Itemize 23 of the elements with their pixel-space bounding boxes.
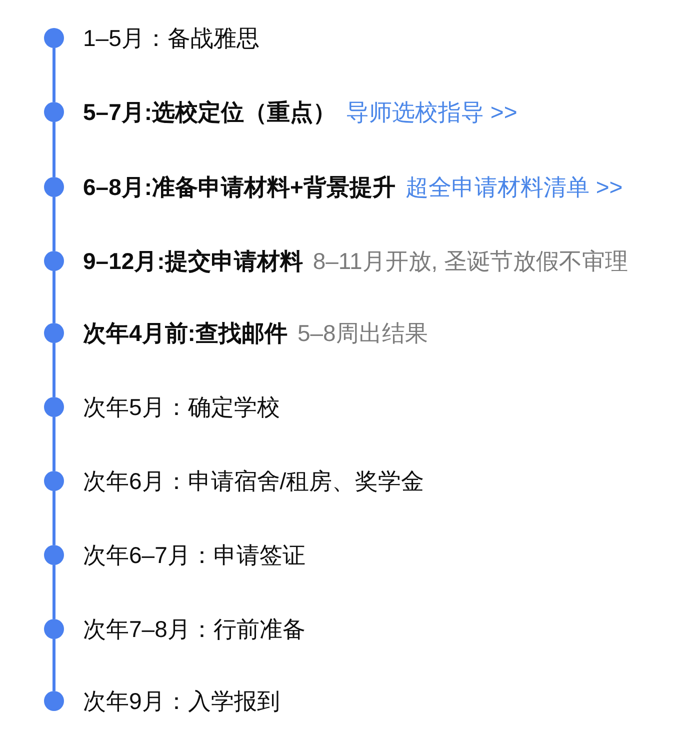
- timeline-line: [52, 639, 56, 691]
- text-link: 导师选校指导 >>: [346, 102, 518, 122]
- step-title: 次年5月：确定学校: [83, 397, 280, 417]
- timeline-line: [52, 197, 56, 251]
- timeline-line: [52, 417, 56, 471]
- step-title: 次年6–7月：申请签证: [83, 545, 306, 565]
- step-title: 9–12月:提交申请材料: [83, 251, 303, 271]
- text-link: 超全申请材料清单 >>: [405, 177, 623, 197]
- step-title: 5–7月:选校定位（重点）: [83, 102, 336, 122]
- step-title: 6–8月:准备申请材料+背景提升: [83, 177, 396, 197]
- note-text: 5–8周出结果: [297, 323, 428, 343]
- timeline-line: [52, 565, 56, 619]
- step-title: 次年6月：申请宿舍/租房、奖学金: [83, 471, 424, 491]
- timeline-line: [52, 122, 56, 177]
- step-title: 次年4月前:查找邮件: [83, 323, 288, 343]
- step-title: 次年9月：入学报到: [83, 691, 280, 711]
- note-text: 8–11月开放, 圣诞节放假不审理: [312, 251, 628, 271]
- timeline-line: [52, 343, 56, 397]
- step-title: 1–5月：备战雅思: [83, 28, 260, 48]
- timeline-line: [52, 48, 56, 102]
- timeline-line: [52, 491, 56, 545]
- timeline-line: [52, 271, 56, 323]
- step-title: 次年7–8月：行前准备: [83, 619, 306, 639]
